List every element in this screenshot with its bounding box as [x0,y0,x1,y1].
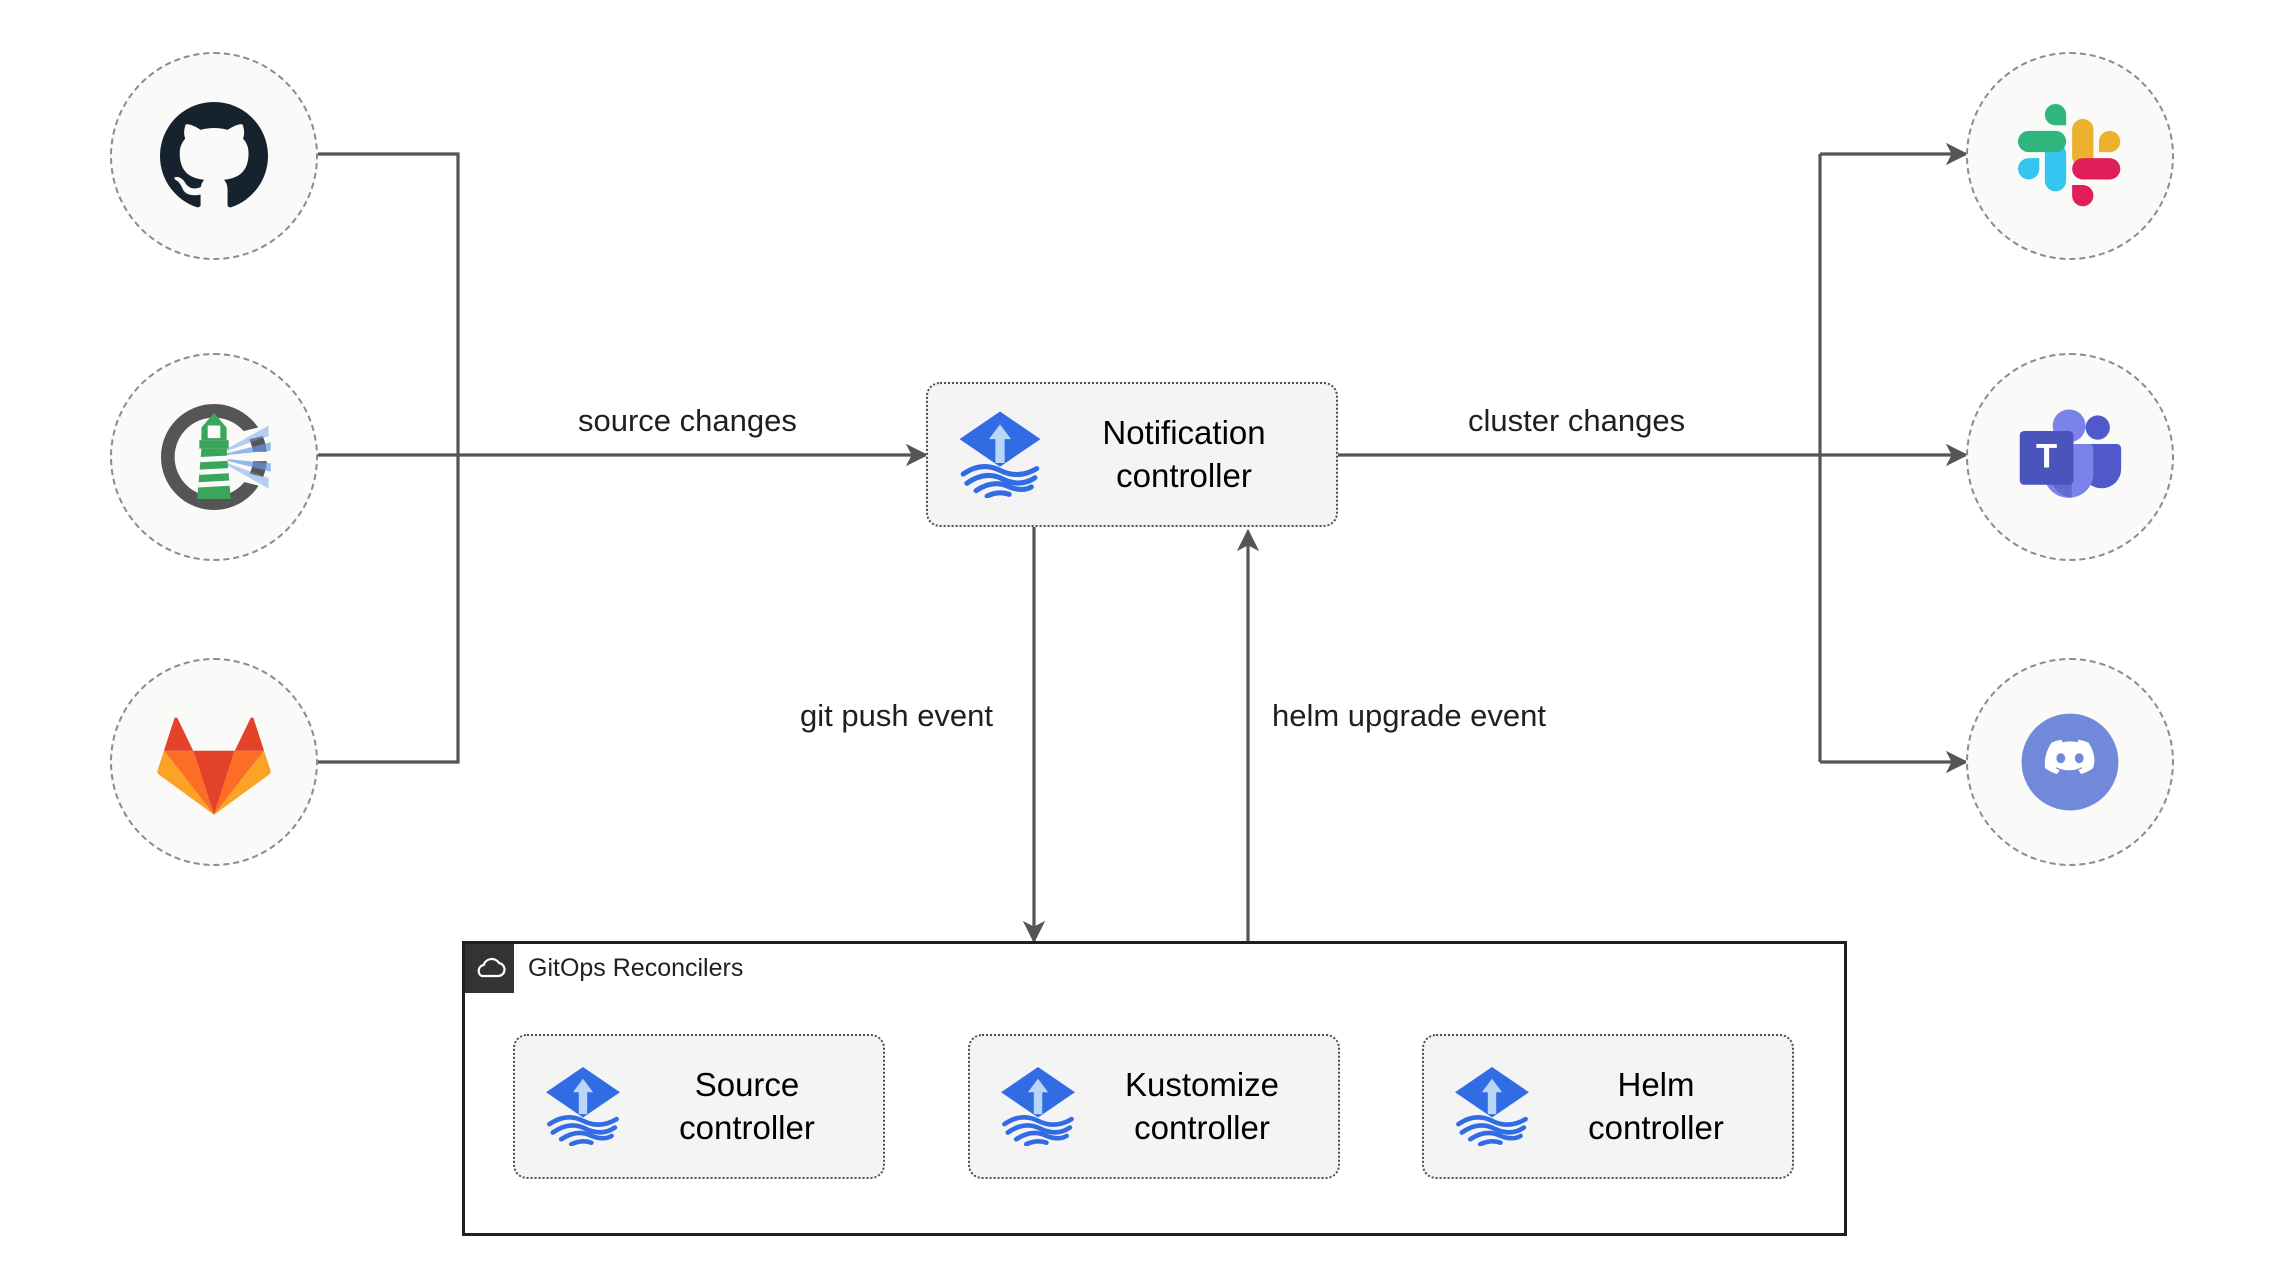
flux-icon [1450,1062,1534,1151]
source-node-github[interactable] [110,52,318,260]
source-node-flux[interactable] [110,353,318,561]
gitops-title-label: GitOps Reconcilers [528,954,744,982]
github-icon [160,102,268,208]
discord-icon [2021,713,2119,811]
gitops-reconcilers-container: GitOps Reconcilers Source controller [462,941,1847,1236]
edge-label-source-changes: source changes [578,403,797,438]
destination-node-teams[interactable]: T [1966,353,2174,561]
edge-label-cluster-changes: cluster changes [1468,403,1686,438]
helm-controller-box[interactable]: Helm controller [1422,1034,1794,1179]
notification-controller-box[interactable]: Notification controller [926,382,1338,527]
cloud-icon [465,944,514,993]
source-controller-box[interactable]: Source controller [513,1034,885,1179]
source-node-gitlab[interactable] [110,658,318,866]
destination-node-discord[interactable] [1966,658,2174,866]
gitops-titlebar: GitOps Reconcilers [465,944,743,993]
svg-text:T: T [2036,437,2057,475]
destination-node-slack[interactable] [1966,52,2174,260]
flux-icon [954,406,1046,503]
edge-label-helm-upgrade-event: helm upgrade event [1272,698,1547,733]
edge-github-to-bus [318,152,460,455]
kustomize-controller-box[interactable]: Kustomize controller [968,1034,1340,1179]
microsoft-teams-icon: T [2019,409,2122,498]
kustomize-controller-label: Kustomize controller [1124,1066,1280,1146]
flux-lighthouse-icon [160,403,273,511]
slack-icon [2018,104,2121,207]
source-controller-label: Source controller [679,1066,815,1146]
flux-icon [996,1062,1080,1151]
edge-gitlab-to-bus [318,455,460,764]
flux-icon [541,1062,625,1151]
gitlab-icon [157,717,271,815]
edge-label-git-push-event: git push event [800,698,994,733]
helm-controller-label: Helm controller [1588,1066,1724,1146]
notification-controller-label: Notification controller [1102,414,1266,494]
